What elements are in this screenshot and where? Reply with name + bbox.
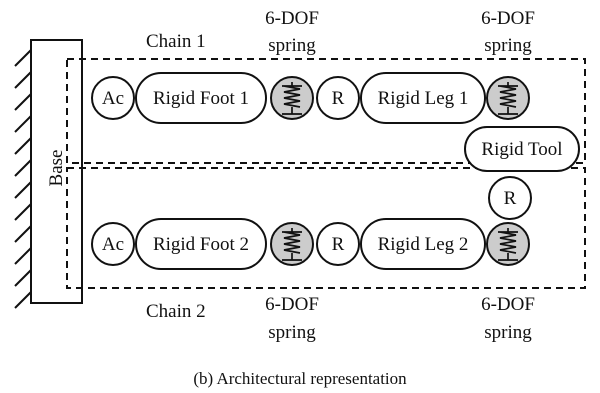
spring-node-1 [270, 76, 314, 120]
chain2-label: Chain 2 [146, 301, 206, 322]
spring-node-3 [270, 222, 314, 266]
rigid-tool [464, 126, 580, 172]
spring-icon [282, 82, 302, 115]
rigid-leg-1 [360, 72, 486, 124]
rigid-foot-2 [135, 218, 267, 270]
actuator-label-1: Ac [102, 88, 124, 109]
spring-icon [282, 228, 302, 261]
chain1-box [66, 58, 586, 164]
rigid-leg-1-label: Rigid Leg 1 [378, 88, 469, 109]
base-label: Base [46, 150, 67, 187]
spring-icon [498, 228, 518, 261]
rigid-foot-2-label: Rigid Foot 2 [153, 234, 249, 255]
ground-hatch-icon [14, 40, 32, 309]
spring-label-bottom-right-line1: 6-DOF [481, 294, 535, 315]
spring-icon [498, 82, 518, 115]
spring-label-bottom-mid-line2: spring [268, 322, 316, 343]
spring-label-top-right-line1: 6-DOF [481, 8, 535, 29]
revolute-node-1 [316, 76, 360, 120]
revolute-node-2 [316, 222, 360, 266]
spring-label-bottom-right-line2: spring [484, 322, 532, 343]
base-block [30, 39, 83, 304]
rigid-leg-2 [360, 218, 486, 270]
rigid-foot-1 [135, 72, 267, 124]
spring-label-top-mid-line2: spring [268, 35, 316, 56]
revolute-label-2: R [332, 234, 345, 255]
actuator-node-2 [91, 222, 135, 266]
spring-node-4 [486, 222, 530, 266]
actuator-node-1 [91, 76, 135, 120]
chain2-box [66, 167, 586, 289]
revolute-node-3 [488, 176, 532, 220]
revolute-label-3: R [504, 188, 517, 209]
spring-label-top-mid-line1: 6-DOF [265, 8, 319, 29]
figure-caption: (b) Architectural representation [193, 369, 407, 388]
revolute-label-1: R [332, 88, 345, 109]
spring-label-bottom-mid-line1: 6-DOF [265, 294, 319, 315]
rigid-tool-label: Rigid Tool [481, 139, 562, 160]
spring-node-2 [486, 76, 530, 120]
rigid-foot-1-label: Rigid Foot 1 [153, 88, 249, 109]
rigid-leg-2-label: Rigid Leg 2 [378, 234, 469, 255]
chain1-label: Chain 1 [146, 31, 206, 52]
spring-label-top-right-line2: spring [484, 35, 532, 56]
actuator-label-2: Ac [102, 234, 124, 255]
